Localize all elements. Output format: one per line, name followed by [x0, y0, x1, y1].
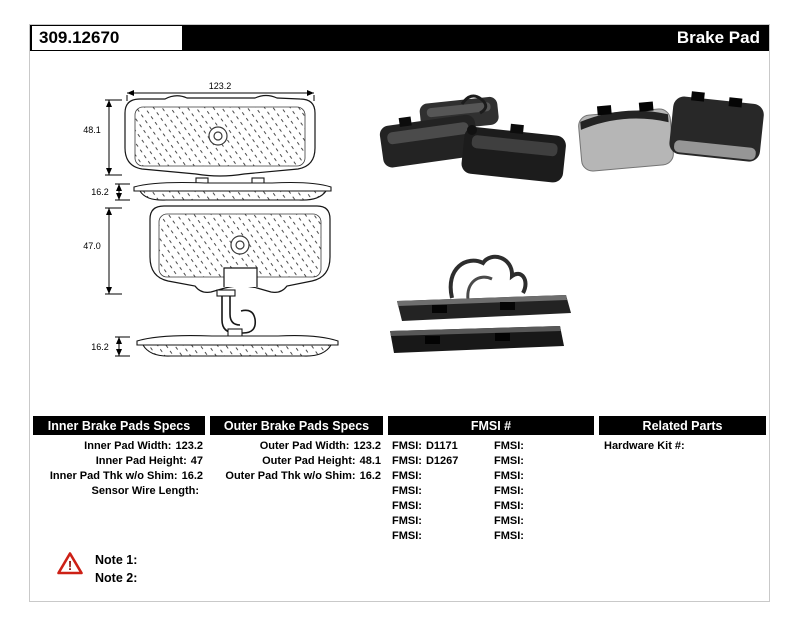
sensor-clip-drawing	[216, 289, 257, 334]
spec-label: Inner Pad Width:	[84, 440, 172, 452]
dim-inner-thickness: 16.2	[91, 336, 130, 357]
fmsi-label: FMSI:	[494, 455, 524, 467]
note-label: Note 2:	[95, 571, 138, 585]
spec-label: Outer Pad Height:	[262, 455, 356, 467]
fmsi-label: FMSI:	[392, 455, 422, 467]
note-label: Note 1:	[95, 553, 138, 567]
fmsi-header: FMSI #	[388, 416, 594, 435]
dim-outer-thickness-label: 16.2	[91, 187, 109, 197]
fmsi-label: FMSI:	[494, 485, 524, 497]
spec-label: Outer Pad Thk w/o Shim:	[225, 470, 356, 482]
spec-label: Outer Pad Width:	[259, 440, 350, 452]
product-photo-pads-with-sensor	[379, 94, 566, 183]
spec-value: 123.2	[175, 440, 203, 452]
fmsi-label: FMSI:	[494, 530, 524, 542]
spec-label: Inner Pad Thk w/o Shim:	[49, 470, 178, 482]
warning-icon: !	[56, 551, 84, 576]
spec-value: 16.2	[359, 470, 381, 482]
outer-pad-side-view-drawing	[133, 177, 332, 201]
inner-specs-header: Inner Brake Pads Specs	[33, 416, 205, 435]
related-label: Hardware Kit #:	[604, 440, 685, 452]
fmsi-column-left: FMSI:D1171 FMSI:D1267 FMSI: FMSI: FMSI: …	[392, 439, 490, 544]
fmsi-row: FMSI:D1171	[392, 439, 490, 454]
note-2: Note 2:	[95, 571, 141, 585]
spec-value: 123.2	[353, 440, 381, 452]
part-number: 309.12670	[32, 26, 182, 50]
spec-label: Inner Pad Height:	[95, 455, 187, 467]
inner-pad-side-view-drawing	[136, 328, 339, 357]
note-1: Note 1:	[95, 553, 141, 567]
spec-row: Inner Pad Thk w/o Shim:16.2	[33, 469, 203, 484]
spec-row: Outer Pad Width:123.2	[210, 439, 381, 454]
fmsi-label: FMSI:	[494, 500, 524, 512]
fmsi-row: FMSI:	[494, 484, 592, 499]
spec-value: 48.1	[359, 455, 381, 467]
dim-outer-thickness: 16.2	[91, 183, 130, 201]
fmsi-label: FMSI:	[392, 515, 422, 527]
inner-specs-column: Inner Pad Width:123.2 Inner Pad Height:4…	[33, 439, 203, 499]
spec-row: Inner Pad Width:123.2	[33, 439, 203, 454]
fmsi-row: FMSI:	[392, 469, 490, 484]
spec-row: Outer Pad Thk w/o Shim:16.2	[210, 469, 381, 484]
fmsi-row: FMSI:	[392, 499, 490, 514]
fmsi-row: FMSI:	[494, 439, 592, 454]
fmsi-label: FMSI:	[494, 470, 524, 482]
outer-pad-front-view-drawing	[124, 94, 316, 177]
product-photo-pad-pair	[578, 91, 764, 172]
fmsi-row: FMSI:	[392, 529, 490, 544]
fmsi-row: FMSI:	[392, 514, 490, 529]
outer-specs-header: Outer Brake Pads Specs	[210, 416, 383, 435]
fmsi-label: FMSI:	[494, 440, 524, 452]
fmsi-value: D1267	[425, 455, 459, 467]
related-parts-column: Hardware Kit #:	[604, 439, 764, 454]
fmsi-label: FMSI:	[392, 530, 422, 542]
fmsi-label: FMSI:	[392, 470, 422, 482]
fmsi-label: FMSI:	[494, 515, 524, 527]
spec-value: 16.2	[181, 470, 203, 482]
dim-inner-height: 47.0	[83, 207, 122, 295]
fmsi-label: FMSI:	[392, 440, 422, 452]
dim-inner-height-label: 47.0	[83, 241, 101, 251]
fmsi-row: FMSI:	[494, 499, 592, 514]
spec-row: Inner Pad Height:47	[33, 454, 203, 469]
fmsi-column-right: FMSI: FMSI: FMSI: FMSI: FMSI: FMSI: FMSI…	[494, 439, 592, 544]
fmsi-row: FMSI:	[494, 514, 592, 529]
spec-row: Sensor Wire Length:	[33, 484, 203, 499]
fmsi-value: D1171	[425, 440, 458, 452]
dim-outer-height: 48.1	[83, 99, 122, 176]
outer-specs-column: Outer Pad Width:123.2 Outer Pad Height:4…	[210, 439, 381, 484]
fmsi-row: FMSI:	[494, 454, 592, 469]
fmsi-row: FMSI:	[392, 484, 490, 499]
spec-value: 47	[190, 455, 203, 467]
dim-outer-width-label: 123.2	[209, 81, 232, 91]
header-bar: 309.12670 Brake Pad	[30, 25, 769, 51]
dim-outer-width: 123.2	[126, 81, 315, 101]
warning-exclamation-glyph: !	[68, 558, 72, 573]
related-parts-header: Related Parts	[599, 416, 766, 435]
inner-pad-front-view-drawing	[149, 205, 331, 293]
fmsi-label: FMSI:	[392, 500, 422, 512]
page-title: Brake Pad	[676, 28, 760, 47]
fmsi-row: FMSI:	[494, 529, 592, 544]
spec-row: Outer Pad Height:48.1	[210, 454, 381, 469]
related-row: Hardware Kit #:	[604, 439, 764, 454]
fmsi-row: FMSI:D1267	[392, 454, 490, 469]
dim-inner-thickness-label: 16.2	[91, 342, 109, 352]
fmsi-label: FMSI:	[392, 485, 422, 497]
dim-outer-height-label: 48.1	[83, 125, 101, 135]
product-photo-pad-set-with-hardware	[390, 254, 571, 353]
spec-label: Sensor Wire Length:	[91, 485, 199, 497]
fmsi-row: FMSI:	[494, 469, 592, 484]
